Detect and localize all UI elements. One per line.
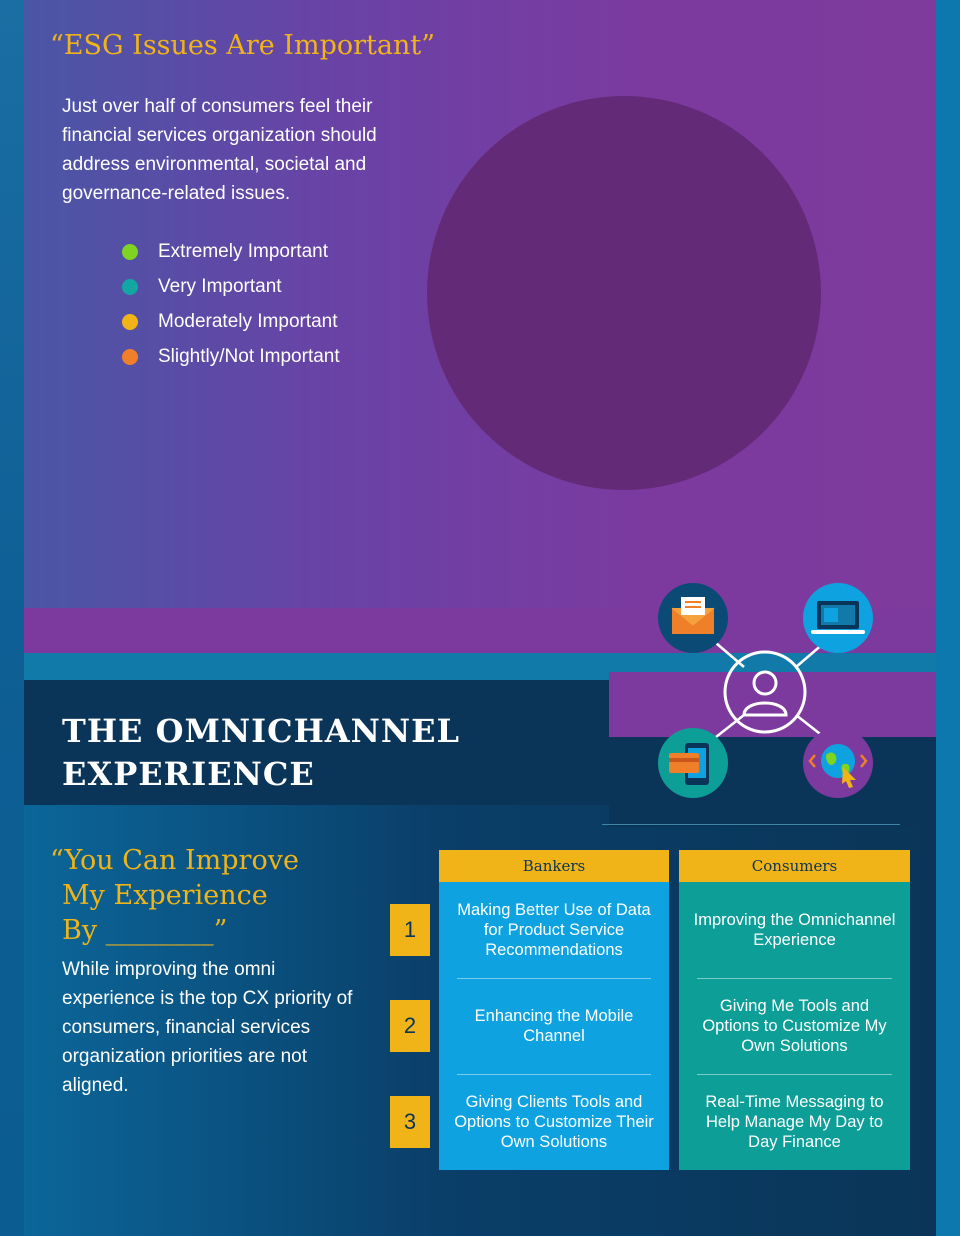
- consumers-priority-2: Giving Me Tools and Options to Customize…: [679, 978, 910, 1074]
- esg-pie-chart-placeholder: [427, 96, 821, 490]
- legend-dot: [122, 243, 138, 260]
- legend-item-slightly: Slightly/Not Important: [122, 339, 340, 374]
- improve-title-line1: “You Can Improve: [50, 845, 299, 876]
- consumers-priority-2-text: Giving Me Tools and Options to Customize…: [702, 997, 887, 1055]
- bankers-header: Bankers: [439, 850, 669, 882]
- legend-item-extremely: Extremely Important: [122, 234, 340, 269]
- improve-description: While improving the omni experience is t…: [62, 959, 353, 1096]
- improve-title-line2: My Experience: [62, 880, 268, 911]
- consumers-priority-3-text: Real-Time Messaging to Help Manage My Da…: [705, 1093, 884, 1151]
- mobile-card-icon: [658, 728, 728, 798]
- legend-item-moderately: Moderately Important: [122, 304, 340, 339]
- globe-cursor-icon: [803, 728, 873, 798]
- legend-label: Slightly/Not Important: [158, 345, 340, 367]
- esg-description: Just over half of consumers feel their f…: [62, 96, 377, 204]
- row-separator: [457, 978, 651, 979]
- legend-label: Very Important: [158, 275, 282, 297]
- esg-title: “ESG Issues Are Important”: [50, 30, 436, 61]
- consumers-column: Improving the Omnichannel Experience Giv…: [679, 882, 910, 1170]
- bankers-priority-3-text: Giving Clients Tools and Options to Cust…: [454, 1093, 654, 1151]
- consumers-priority-1-text: Improving the Omnichannel Experience: [693, 911, 896, 949]
- laptop-icon: [803, 583, 873, 653]
- legend-dot: [122, 278, 138, 295]
- improve-title: “You Can Improve My Experience By ______…: [50, 843, 299, 948]
- consumers-priority-1: Improving the Omnichannel Experience: [679, 882, 910, 978]
- bankers-priority-2-text: Enhancing the Mobile Channel: [474, 1007, 634, 1045]
- left-edge-band: [0, 0, 24, 1236]
- consumers-priority-3: Real-Time Messaging to Help Manage My Da…: [679, 1074, 910, 1170]
- legend-label: Moderately Important: [158, 310, 338, 332]
- omnichannel-heading: THE OMNICHANNEL EXPERIENCE: [62, 710, 460, 796]
- omnichannel-title-block: [24, 680, 609, 805]
- esg-legend: Extremely Important Very Important Moder…: [122, 234, 340, 374]
- omnichannel-heading-line1: THE OMNICHANNEL: [62, 712, 461, 750]
- rank-badge-2: 2: [390, 1000, 430, 1052]
- row-separator: [457, 1074, 651, 1075]
- bankers-priority-3: Giving Clients Tools and Options to Cust…: [439, 1074, 669, 1170]
- omnichannel-hub-illustration: [658, 583, 873, 798]
- section-divider-line: [602, 824, 900, 825]
- consumers-header: Consumers: [679, 850, 910, 882]
- legend-label: Extremely Important: [158, 240, 328, 262]
- email-icon: [658, 583, 728, 653]
- row-separator: [697, 978, 892, 979]
- bankers-priority-2: Enhancing the Mobile Channel: [439, 978, 669, 1074]
- legend-dot: [122, 313, 138, 330]
- purple-divider-band: [24, 608, 936, 653]
- rank-badge-1: 1: [390, 904, 430, 956]
- legend-item-very: Very Important: [122, 269, 340, 304]
- rank-badge-3: 3: [390, 1096, 430, 1148]
- row-separator: [697, 1074, 892, 1075]
- bankers-priority-1-text: Making Better Use of Data for Product Se…: [457, 901, 651, 959]
- bankers-column: Making Better Use of Data for Product Se…: [439, 882, 669, 1170]
- legend-dot: [122, 348, 138, 365]
- user-icon: [723, 650, 807, 734]
- bankers-priority-1: Making Better Use of Data for Product Se…: [439, 882, 669, 978]
- right-edge-band: [936, 0, 960, 1236]
- omnichannel-heading-line2: EXPERIENCE: [62, 755, 315, 793]
- improve-title-line3: By ________”: [62, 915, 228, 946]
